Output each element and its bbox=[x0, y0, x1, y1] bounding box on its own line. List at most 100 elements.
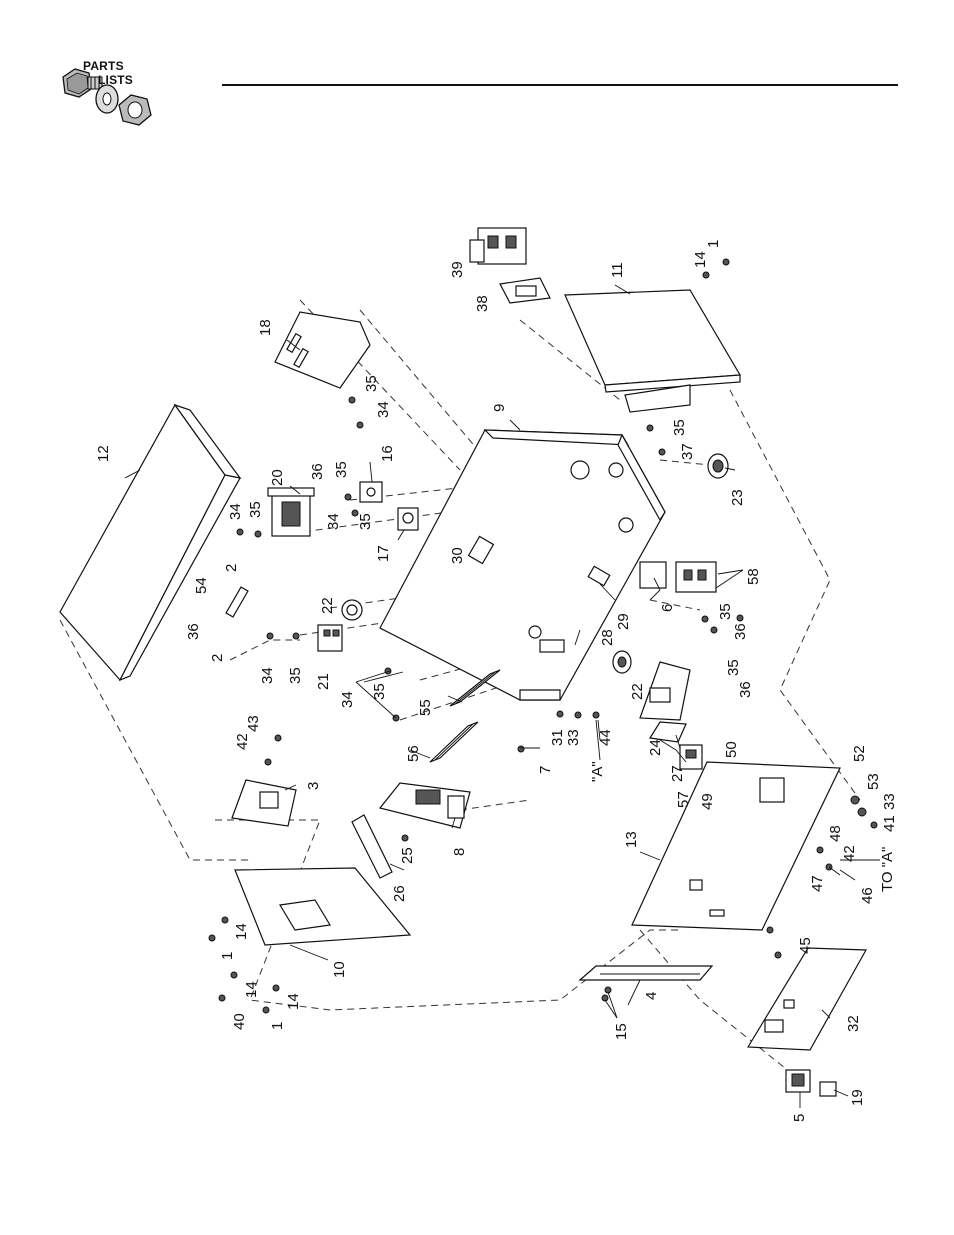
callout-30: 30 bbox=[449, 547, 466, 564]
callout-3: 3 bbox=[305, 782, 322, 790]
callout-35: 35 bbox=[725, 659, 742, 676]
callout-36: 36 bbox=[737, 681, 754, 698]
part-58-contactor bbox=[676, 562, 716, 592]
callout-42: 42 bbox=[234, 733, 251, 750]
part-16-holder bbox=[360, 482, 382, 502]
part-18-bracket bbox=[275, 312, 370, 388]
part-11-side-panel bbox=[565, 290, 740, 412]
part-3-switch bbox=[232, 780, 296, 826]
callout-48: 48 bbox=[827, 825, 844, 842]
callout-26: 26 bbox=[391, 885, 408, 902]
part-26-rail bbox=[352, 815, 392, 878]
callout-24: 24 bbox=[647, 739, 664, 756]
callout-56: 56 bbox=[405, 745, 422, 762]
callout-45: 45 bbox=[797, 937, 814, 954]
callout-55: 55 bbox=[417, 699, 434, 716]
callout-13: 13 bbox=[623, 831, 640, 848]
part-5-outlet bbox=[786, 1070, 810, 1092]
callout-27: 27 bbox=[669, 765, 686, 782]
callout-36: 36 bbox=[185, 623, 202, 640]
callout-22: 22 bbox=[319, 597, 336, 614]
callout-12: 12 bbox=[95, 445, 112, 462]
callout-42: 42 bbox=[841, 845, 858, 862]
callout-35: 35 bbox=[363, 375, 380, 392]
callout-36: 36 bbox=[309, 463, 326, 480]
part-13-control-panel bbox=[632, 762, 840, 930]
callout-43: 43 bbox=[245, 715, 262, 732]
part-38-bracket bbox=[500, 278, 550, 303]
callout-35: 35 bbox=[333, 461, 350, 478]
callout-29: 29 bbox=[615, 613, 632, 630]
callout-49: 49 bbox=[699, 793, 716, 810]
callout-5: 5 bbox=[791, 1114, 808, 1122]
callout-10: 10 bbox=[331, 961, 348, 978]
part-24-plate bbox=[640, 662, 690, 720]
callout-31: 31 bbox=[549, 729, 566, 746]
callout-14: 14 bbox=[233, 923, 250, 940]
callout-40: 40 bbox=[231, 1013, 248, 1030]
callout-36: 36 bbox=[732, 623, 749, 640]
callout-34: 34 bbox=[375, 401, 392, 418]
callout-34: 34 bbox=[339, 691, 356, 708]
callout-a: "A" bbox=[589, 761, 606, 782]
callout-17: 17 bbox=[375, 545, 392, 562]
callout-58: 58 bbox=[745, 568, 762, 585]
callout-16: 16 bbox=[379, 445, 396, 462]
callout-21: 21 bbox=[315, 673, 332, 690]
callout-35: 35 bbox=[287, 667, 304, 684]
callout-8: 8 bbox=[451, 848, 468, 856]
part-12-top-cover bbox=[60, 405, 240, 680]
callout-19: 19 bbox=[849, 1089, 866, 1106]
part-23-grommet bbox=[708, 454, 728, 478]
part-4-strip bbox=[580, 966, 712, 980]
part-22b-grommet bbox=[613, 651, 631, 673]
callout-39: 39 bbox=[449, 261, 466, 278]
part-56-terminal-strip bbox=[430, 722, 478, 762]
callout-35: 35 bbox=[671, 419, 688, 436]
callout-52: 52 bbox=[851, 745, 868, 762]
callout-2: 2 bbox=[223, 564, 240, 572]
callout-18: 18 bbox=[257, 319, 274, 336]
callout-34: 34 bbox=[227, 503, 244, 520]
callout-32: 32 bbox=[845, 1015, 862, 1032]
part-6-block bbox=[640, 562, 666, 588]
callout-35: 35 bbox=[371, 683, 388, 700]
callout-1: 1 bbox=[269, 1022, 286, 1030]
callout-25: 25 bbox=[399, 847, 416, 864]
callout-15: 15 bbox=[613, 1023, 630, 1040]
callout-22: 22 bbox=[629, 683, 646, 700]
callout-28: 28 bbox=[599, 629, 616, 646]
part-32-overlay bbox=[748, 948, 866, 1050]
callout-34: 34 bbox=[259, 667, 276, 684]
callout-14: 14 bbox=[243, 981, 260, 998]
callout-38: 38 bbox=[474, 295, 491, 312]
callout-47: 47 bbox=[809, 875, 826, 892]
part-22-grommet bbox=[342, 600, 362, 620]
callout-37: 37 bbox=[679, 443, 696, 460]
callout-33: 33 bbox=[881, 793, 898, 810]
callout-33: 33 bbox=[565, 729, 582, 746]
part-19-cover bbox=[820, 1082, 836, 1096]
callout-44: 44 bbox=[597, 729, 614, 746]
callout-4: 4 bbox=[643, 992, 660, 1000]
callout-1: 1 bbox=[705, 240, 722, 248]
callout-23: 23 bbox=[729, 489, 746, 506]
callout-14: 14 bbox=[692, 251, 709, 268]
callout-9: 9 bbox=[491, 404, 508, 412]
part-54-latch bbox=[226, 587, 248, 617]
part-27-gasket bbox=[650, 722, 686, 742]
callout-46: 46 bbox=[859, 887, 876, 904]
callout-1: 1 bbox=[219, 952, 236, 960]
callout-57: 57 bbox=[675, 791, 692, 808]
part-39-relay bbox=[470, 228, 526, 264]
callout-35: 35 bbox=[247, 501, 264, 518]
callout-34: 34 bbox=[325, 513, 342, 530]
callout-7: 7 bbox=[537, 766, 554, 774]
callout-to-a: TO "A" bbox=[879, 847, 896, 892]
callout-2: 2 bbox=[209, 654, 226, 662]
callout-11: 11 bbox=[609, 262, 626, 278]
callout-41: 41 bbox=[881, 815, 898, 832]
callout-6: 6 bbox=[659, 604, 676, 612]
